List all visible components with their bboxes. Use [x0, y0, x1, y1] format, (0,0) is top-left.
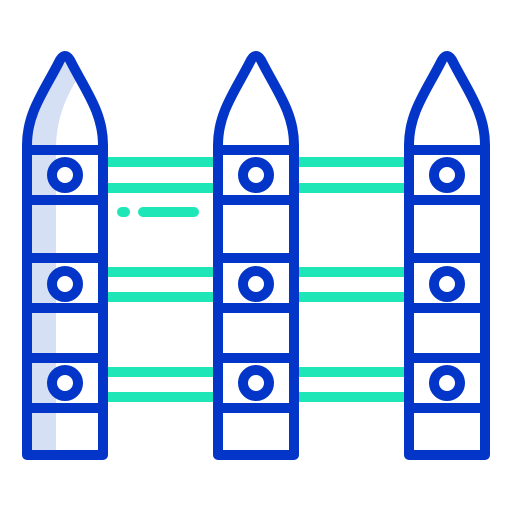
bolt-icon-2-3 — [238, 365, 274, 401]
picket-1-outline — [22, 51, 108, 460]
picket-2-outline — [213, 51, 299, 460]
bolt-icon-1-2 — [47, 266, 83, 302]
bolt-icon-3-2 — [429, 266, 465, 302]
bolt-icon-1-1 — [47, 157, 83, 193]
picket-3-outline — [404, 51, 490, 460]
bolt-icon-1-3 — [47, 365, 83, 401]
bolt-icon-3-3 — [429, 365, 465, 401]
bolt-icon-2-1 — [238, 157, 274, 193]
bolt-icon-2-2 — [238, 266, 274, 302]
bolt-icon-3-1 — [429, 157, 465, 193]
